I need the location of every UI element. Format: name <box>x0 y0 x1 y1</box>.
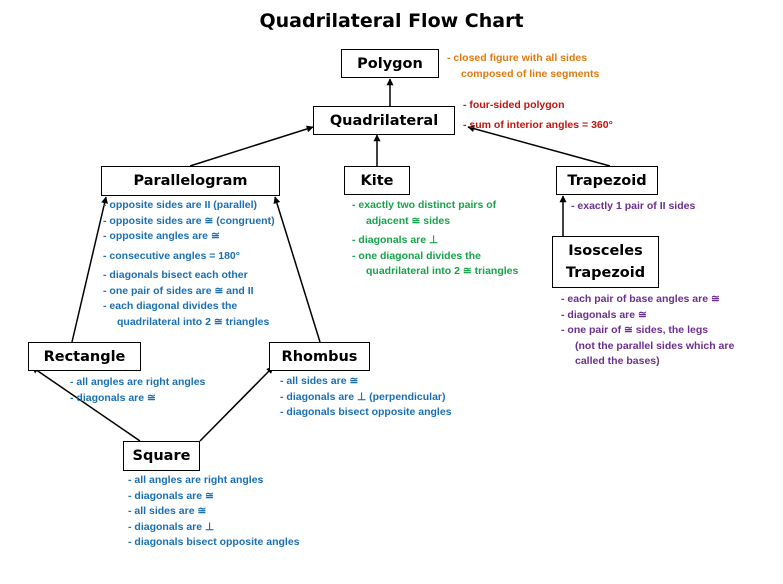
arrow-square-to-rectangle <box>31 366 141 442</box>
note-line: - sum of interior angles = 360° <box>463 118 613 131</box>
note-line: - exactly two distinct pairs of <box>352 199 497 211</box>
arrow-square-to-rhombus <box>199 366 274 442</box>
node-isosceles-label-line2: Trapezoid <box>565 265 646 281</box>
note-line: - diagonals bisect each other <box>103 269 248 281</box>
note-line: - each diagonal divides the <box>103 300 238 312</box>
node-quadrilateral-label: Quadrilateral <box>329 112 439 129</box>
note-line: - diagonals are ⊥ <box>352 234 439 246</box>
node-rectangle: Rectangle <box>28 342 141 371</box>
note-line: - diagonals are ⊥ <box>128 520 215 533</box>
arrow-parallelogram-to-quadrilateral <box>189 125 314 167</box>
node-quadrilateral: Quadrilateral <box>313 106 455 135</box>
note-line: - closed figure with all sides <box>447 52 588 64</box>
notes-trapezoid: - exactly 1 pair of II sides <box>571 199 695 215</box>
node-rhombus: Rhombus <box>269 342 370 371</box>
note-line: composed of line segments <box>461 67 600 80</box>
note-line: - all sides are ≅ <box>280 375 359 387</box>
note-line: - all angles are right angles <box>70 376 206 388</box>
note-line: - each pair of base angles are ≅ <box>561 293 720 305</box>
node-square-label: Square <box>132 448 191 464</box>
note-line: - opposite angles are ≅ <box>103 230 220 242</box>
note-line: - diagonals are ⊥ (perpendicular) <box>280 390 446 403</box>
note-line: - opposite sides are II (parallel) <box>103 199 258 211</box>
node-parallelogram: Parallelogram <box>101 166 280 196</box>
note-line: - four-sided polygon <box>463 99 565 111</box>
notes-quadrilateral: - four-sided polygon - sum of interior a… <box>463 98 613 133</box>
note-line: - all sides are ≅ <box>128 505 207 517</box>
notes-rectangle: - all angles are right angles - diagonal… <box>70 375 205 406</box>
notes-rhombus: - all sides are ≅ - diagonals are ⊥ (per… <box>280 374 452 421</box>
arrow-trapezoid-to-quadrilateral <box>467 125 611 167</box>
note-line: - diagonals bisect opposite angles <box>128 536 300 548</box>
node-kite: Kite <box>344 166 410 195</box>
note-line: (not the parallel sides which are <box>575 339 735 352</box>
note-line: - one pair of ≅ sides, the legs <box>561 324 709 336</box>
node-isosceles-label-line1: Isosceles <box>568 243 643 259</box>
note-line: adjacent ≅ sides <box>366 214 451 227</box>
node-rectangle-label: Rectangle <box>43 348 126 365</box>
arrow-rectangle-to-parallelogram <box>71 196 108 343</box>
note-line: - exactly 1 pair of II sides <box>571 200 696 212</box>
node-parallelogram-label: Parallelogram <box>133 173 248 189</box>
node-trapezoid-label: Trapezoid <box>567 172 647 189</box>
note-line: - opposite sides are ≅ (congruent) <box>103 214 275 227</box>
node-rhombus-label: Rhombus <box>281 348 358 365</box>
node-polygon-label: Polygon <box>357 55 423 72</box>
node-trapezoid: Trapezoid <box>556 166 658 195</box>
notes-polygon: - closed figure with all sides composed … <box>447 51 599 82</box>
note-line: quadrilateral into 2 ≅ triangles <box>366 265 519 277</box>
note-line: - diagonals are ≅ <box>128 489 214 502</box>
note-line: called the bases) <box>575 355 660 367</box>
note-line: - one pair of sides are ≅ and II <box>103 284 254 297</box>
note-line: - diagonals bisect opposite angles <box>280 406 452 418</box>
note-line: - diagonals are ≅ <box>561 308 647 321</box>
note-line: - diagonals are ≅ <box>70 391 156 404</box>
arrow-rhombus-to-parallelogram <box>273 196 321 343</box>
node-square: Square <box>123 441 200 471</box>
node-kite-label: Kite <box>360 172 394 189</box>
note-line: - all angles are right angles <box>128 474 264 486</box>
notes-kite: - exactly two distinct pairs of adjacent… <box>352 198 518 280</box>
notes-parallelogram: - opposite sides are II (parallel) - opp… <box>103 198 275 330</box>
node-polygon: Polygon <box>341 49 439 78</box>
node-isosceles-trapezoid: Isosceles Trapezoid <box>552 236 659 288</box>
notes-square: - all angles are right angles - diagonal… <box>128 473 300 551</box>
notes-isosceles-trapezoid: - each pair of base angles are ≅ - diago… <box>561 292 734 370</box>
chart-title: Quadrilateral Flow Chart <box>259 10 524 32</box>
note-line: - one diagonal divides the <box>352 249 481 262</box>
note-line: - consecutive angles = 180° <box>103 249 240 262</box>
note-line: quadrilateral into 2 ≅ triangles <box>117 315 270 328</box>
